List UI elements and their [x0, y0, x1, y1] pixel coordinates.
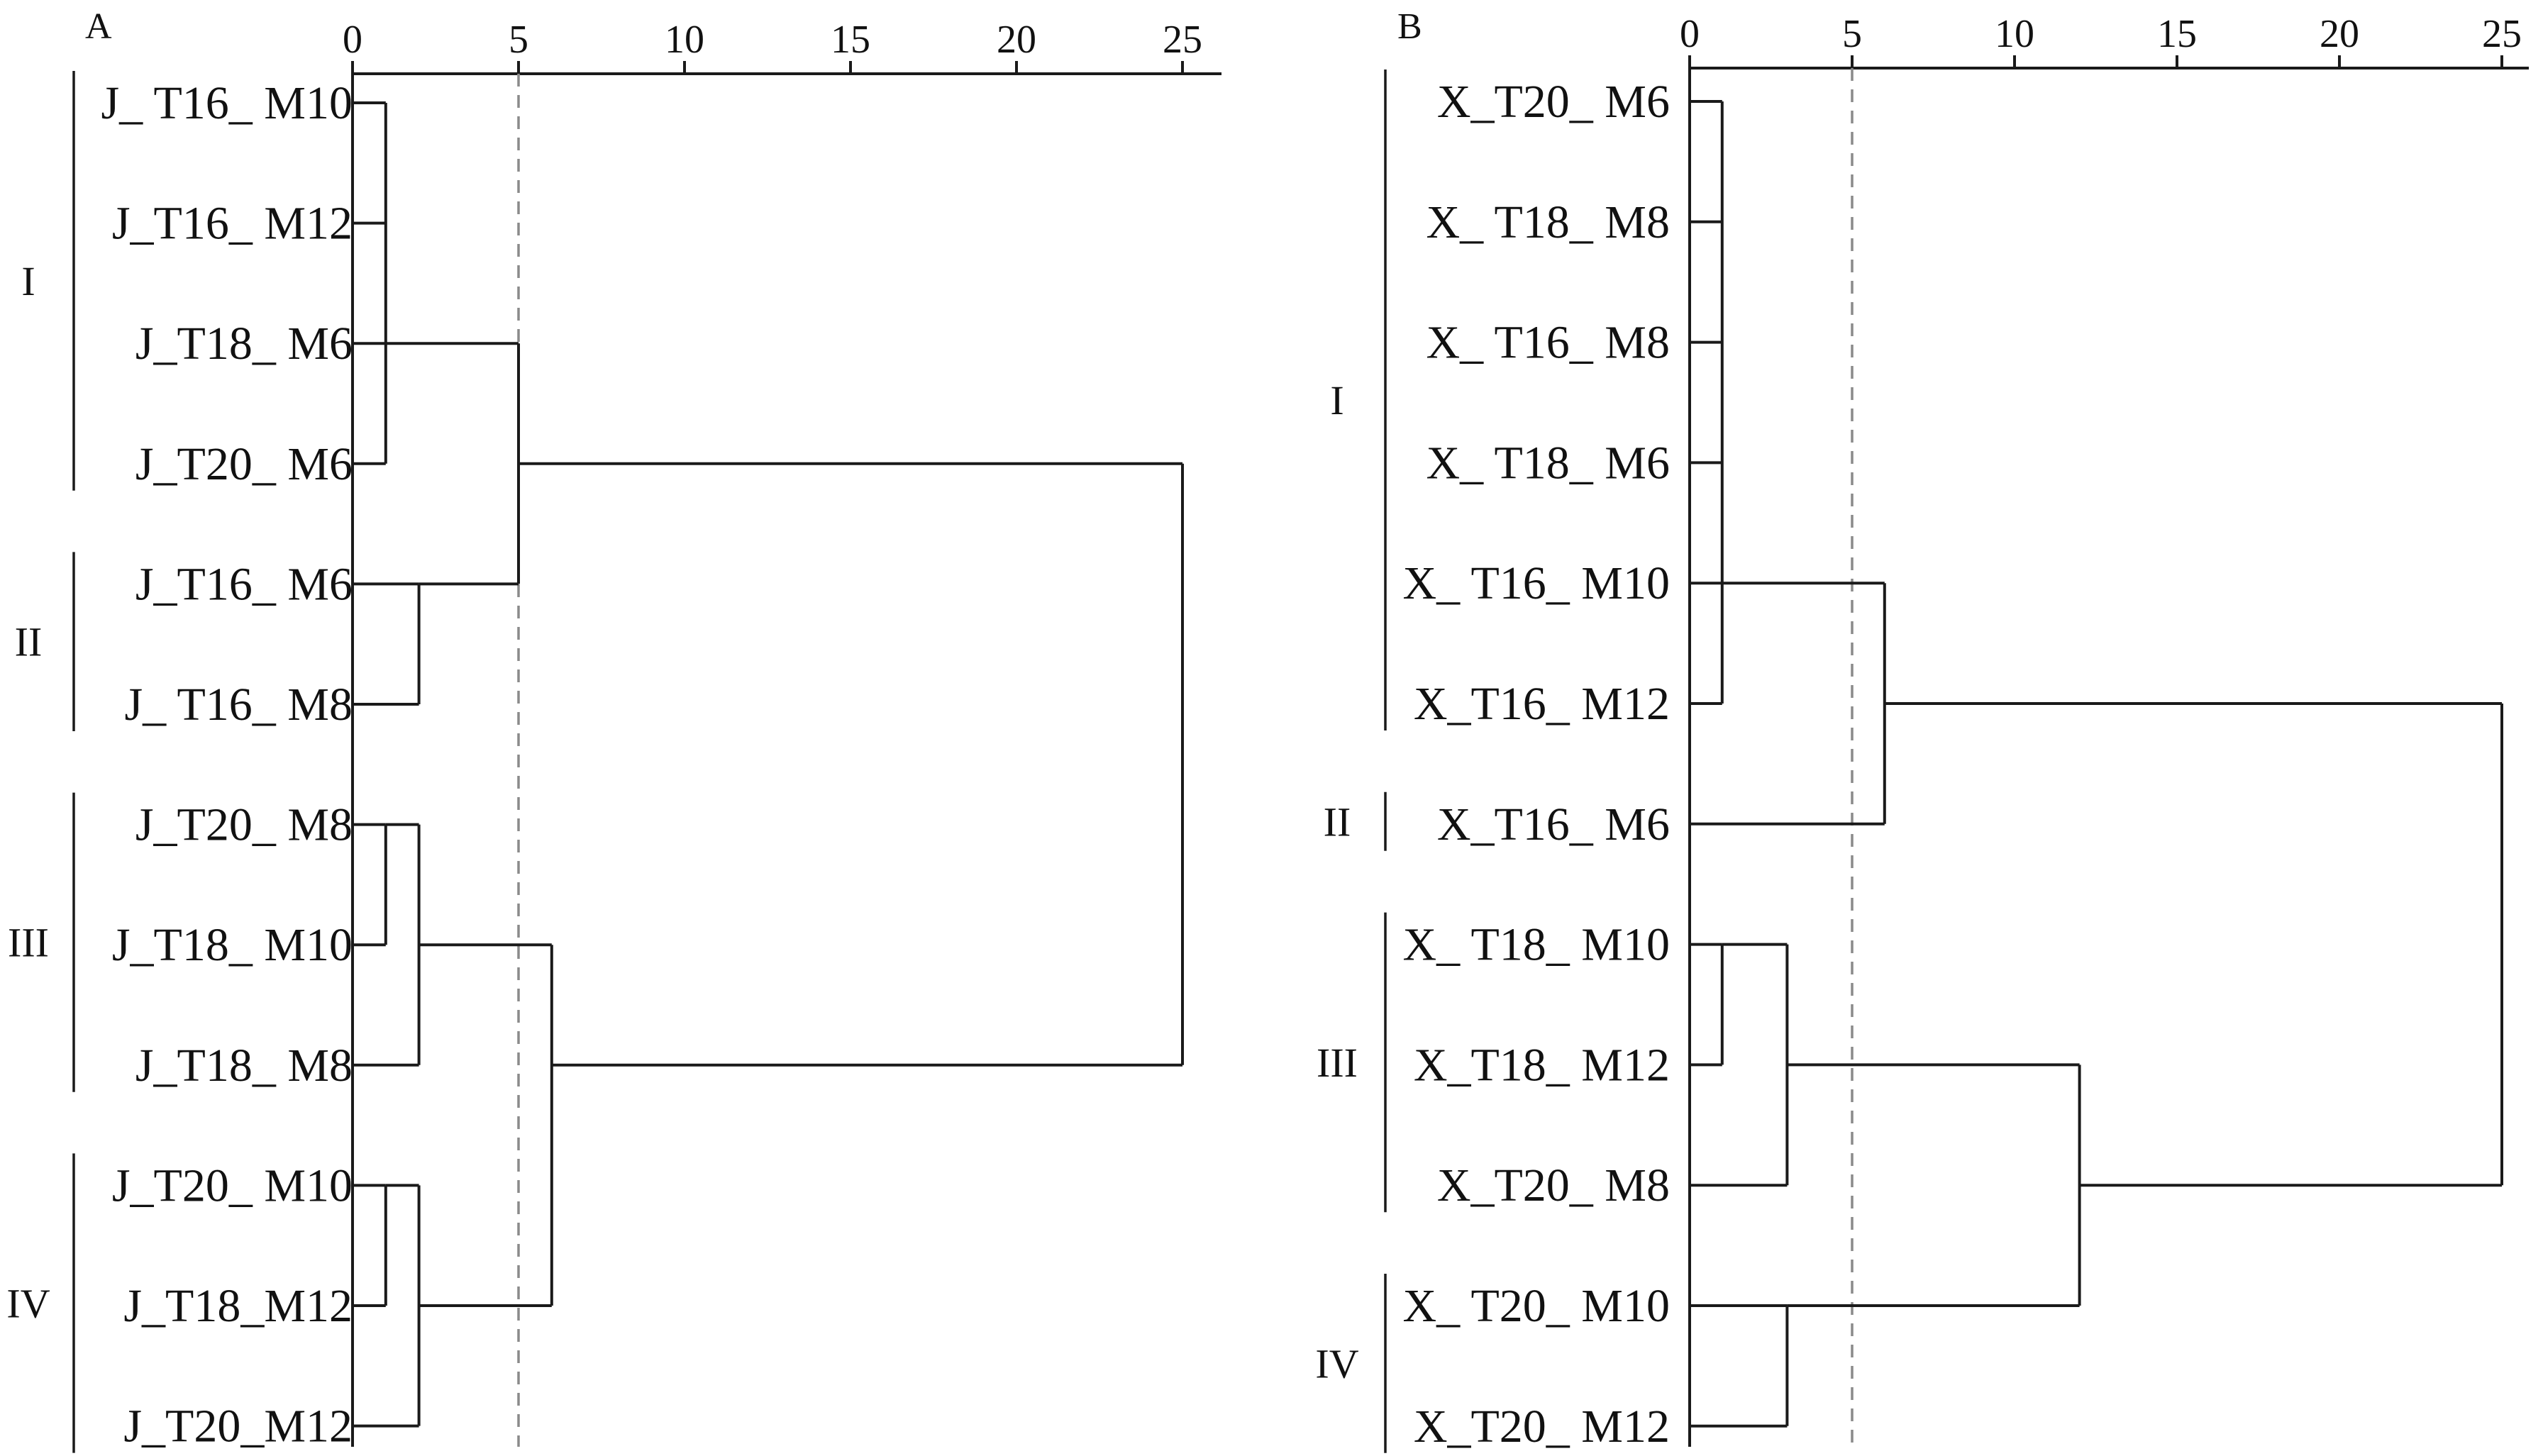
group-label: I: [1330, 377, 1343, 423]
leaf-label: X_T20_ M6: [1437, 76, 1670, 128]
axis-tick-label: 25: [2482, 12, 2522, 56]
leaf-label: X_ T16_ M10: [1403, 557, 1670, 609]
leaf-label: X_T20_ M12: [1414, 1401, 1670, 1452]
leaf-label: X_ T18_ M10: [1403, 919, 1670, 971]
leaf-label: J_T20_ M8: [135, 799, 353, 851]
axis-tick-label: 0: [1680, 12, 1700, 56]
leaf-label: J_T16_ M12: [112, 198, 353, 250]
group-label: II: [1324, 799, 1351, 845]
axis-tick-label: 20: [997, 18, 1036, 62]
panel-letter: B: [1397, 6, 1422, 47]
axis-tick-label: 25: [1163, 18, 1202, 62]
leaf-label: X_ T20_ M10: [1403, 1280, 1670, 1332]
leaf-label: X_ T16_ M8: [1426, 317, 1670, 369]
leaf-label: J_T18_ M8: [135, 1040, 353, 1091]
group-label: IV: [6, 1281, 50, 1327]
axis-tick-label: 0: [343, 18, 362, 62]
group-label: III: [1317, 1040, 1358, 1086]
leaf-label: X_T16_ M12: [1414, 678, 1670, 730]
axis-tick-label: 10: [1995, 12, 2034, 56]
panel-letter: A: [85, 6, 112, 47]
axis-tick-label: 15: [831, 18, 870, 62]
leaf-label: J_T18_ M6: [135, 318, 353, 369]
leaf-label: J_T20_M12: [123, 1401, 353, 1452]
leaf-label: J_T20_ M6: [135, 438, 353, 490]
leaf-label: J_T18_M12: [123, 1280, 353, 1332]
axis-tick-label: 5: [509, 18, 528, 62]
axis-tick-label: 10: [665, 18, 704, 62]
group-label: III: [8, 920, 49, 966]
axis-tick-label: 20: [2320, 12, 2359, 56]
leaf-label: X_T18_ M12: [1414, 1039, 1670, 1091]
axis-tick-label: 15: [2157, 12, 2197, 56]
group-label: I: [21, 258, 35, 304]
dendrogram-panel-b: B 0 5 10 15 20 25X_T20_ M6 X_ T18_ M8 X_ T16_ M8…: [1315, 6, 2529, 1453]
group-label: II: [15, 619, 43, 665]
leaf-label: J_T16_ M6: [135, 558, 353, 610]
group-label: IV: [1315, 1340, 1358, 1386]
leaf-label: X_ T18_ M6: [1426, 437, 1670, 489]
leaf-label: J_ T16_ M8: [125, 679, 353, 730]
leaf-label: J_T20_ M10: [112, 1160, 353, 1211]
leaf-label: X_ T18_ M8: [1426, 196, 1670, 248]
leaf-label: X_T20_ M8: [1437, 1160, 1670, 1211]
leaf-label: J_ T16_ M10: [101, 77, 353, 129]
leaf-label: X_T16_ M6: [1437, 799, 1670, 850]
leaf-label: J_T18_ M10: [112, 919, 353, 971]
axis-tick-label: 5: [1842, 12, 1862, 56]
